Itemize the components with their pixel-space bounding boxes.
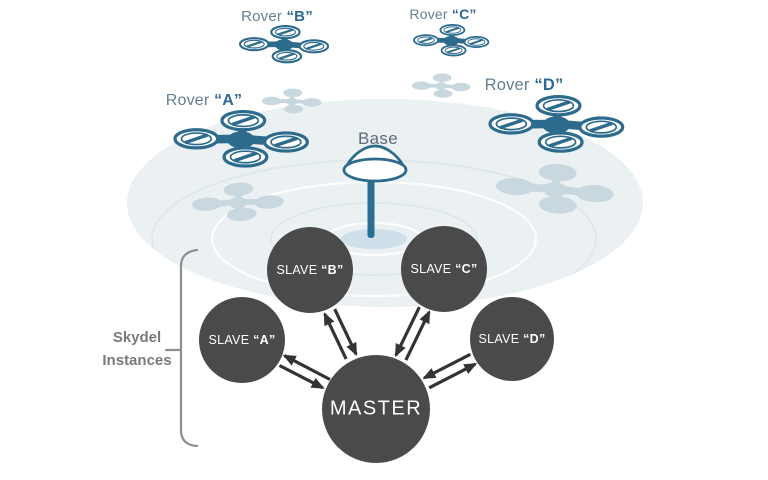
rover-a-prefix: Rover: [165, 92, 210, 109]
rover-b-drone-icon: [240, 26, 328, 62]
rover-d-name: “D”: [534, 76, 564, 94]
rover-c-label: Rover “C”: [409, 6, 476, 22]
slave-d-label: SLAVE “D”: [478, 332, 545, 346]
slave-d-prefix: SLAVE: [478, 332, 520, 346]
instances-line: Instances: [102, 352, 172, 369]
master-node: [322, 355, 430, 463]
slave-d-node: [470, 297, 554, 381]
link-master-slave-b: [323, 308, 358, 360]
slave-a-prefix: SLAVE: [208, 333, 250, 347]
rover-a-name: “A”: [214, 92, 243, 109]
slave-b-name: “B”: [321, 263, 344, 277]
skydel-instances-bracket: [164, 248, 199, 448]
link-master-slave-c: [394, 306, 431, 361]
master-label: MASTER: [329, 397, 423, 420]
slave-c-node: [401, 226, 487, 312]
link-master-slave-a: [278, 354, 331, 390]
link-master-slave-d: [422, 352, 478, 390]
drone-ground-shadow-icon: [410, 71, 473, 100]
rover-b-label: Rover “B”: [241, 8, 313, 25]
slave-a-node: [199, 297, 285, 383]
rover-c-name: “C”: [451, 6, 477, 22]
slave-c-prefix: SLAVE: [410, 262, 452, 276]
rover-c-prefix: Rover: [409, 6, 448, 22]
slave-c-label: SLAVE “C”: [410, 262, 477, 276]
slave-c-name: “C”: [455, 262, 478, 276]
slave-a-name: “A”: [253, 333, 276, 347]
rover-d-label: Rover “D”: [485, 76, 564, 95]
slave-b-node: [267, 227, 353, 313]
rover-b-name: “B”: [286, 8, 313, 25]
slave-a-label: SLAVE “A”: [208, 333, 275, 347]
gnss-base-antenna-icon: [341, 144, 408, 249]
rover-d-prefix: Rover: [484, 76, 530, 94]
rover-b-prefix: Rover: [241, 8, 283, 25]
base-label: Base: [358, 129, 398, 148]
rover-c-drone-icon: [414, 25, 488, 56]
slave-b-label: SLAVE “B”: [276, 263, 343, 277]
rover-a-label: Rover “A”: [166, 92, 243, 110]
slave-d-name: “D”: [523, 332, 546, 346]
skydel-instances-label: Skydel Instances: [76, 326, 198, 372]
slave-b-prefix: SLAVE: [276, 263, 318, 277]
skydel-line: Skydel: [112, 329, 162, 346]
